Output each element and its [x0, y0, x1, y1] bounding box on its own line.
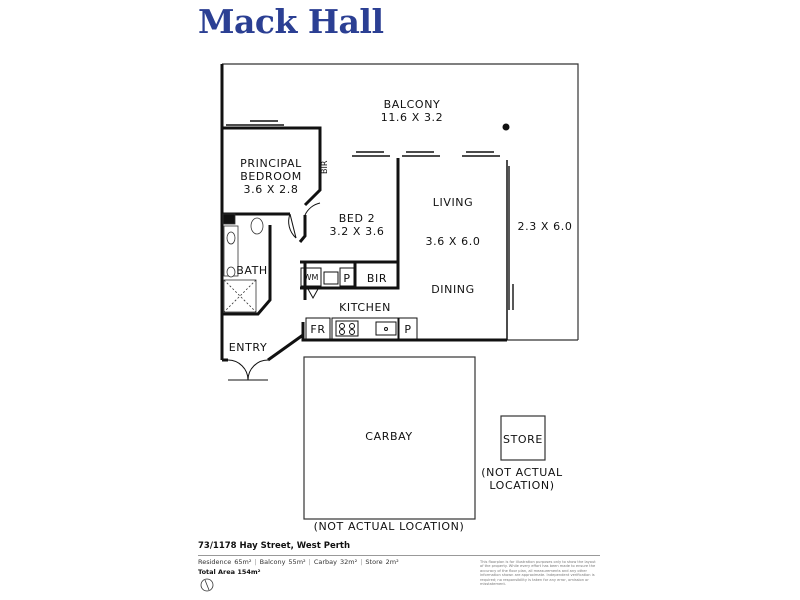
bath-label: BATH [236, 264, 268, 277]
area-breakdown: Residence 65m² | Balcony 55m² | Carbay 3… [198, 558, 399, 566]
range-hood-symbol [307, 288, 319, 300]
residence-area-label: Residence [198, 558, 232, 566]
balcony-dims: 11.6 X 3.2 [381, 111, 444, 124]
bed2-dims: 3.2 X 3.6 [330, 225, 385, 238]
bath-cabinet [222, 213, 236, 225]
balcony-label: BALCONY [384, 98, 441, 111]
store-area-value: 2m² [385, 558, 399, 566]
carbay-area-label: Carbay [313, 558, 337, 566]
brand-logo: Mack Hall [198, 2, 384, 41]
sink [375, 321, 397, 336]
downpipe-dot [502, 123, 510, 131]
principal-bedroom-label-1: PRINCIPAL [240, 157, 302, 170]
property-address: 73/1178 Hay Street, West Perth [198, 541, 351, 551]
toilet [250, 217, 264, 235]
swing-doors [227, 202, 321, 381]
living-dims: 3.6 X 6.0 [426, 235, 481, 248]
bath-fixtures [222, 213, 264, 313]
washing-machine-label: WM [304, 273, 319, 282]
footer-divider [198, 555, 600, 556]
balcony-area-value: 55m² [288, 558, 306, 566]
sliding-doors [226, 120, 514, 310]
balcony-outline [222, 63, 579, 341]
store-area-label: Store [365, 558, 383, 566]
area-separator: | [360, 558, 363, 566]
entry-label: ENTRY [229, 341, 268, 354]
store-outline [500, 415, 546, 461]
carbay-area-value: 32m² [340, 558, 358, 566]
kitchen-bench [331, 317, 399, 340]
fridge-box [305, 317, 331, 340]
washing-machine-box [300, 267, 322, 287]
bir-bed2-label: BIR [367, 272, 387, 285]
dining-label: DINING [431, 283, 475, 296]
carbay-label: CARBAY [365, 430, 412, 443]
residence-area-value: 65m² [234, 558, 252, 566]
carbay-outline [303, 356, 476, 520]
basin [226, 231, 236, 245]
basin-2 [226, 266, 236, 278]
area-separator: | [308, 558, 311, 566]
kitchen-label: KITCHEN [339, 301, 391, 314]
disclaimer-text: This floorplan is for illustration purpo… [480, 560, 596, 587]
side-area-dims: 2.3 X 6.0 [518, 220, 573, 233]
principal-bedroom-label-2: BEDROOM [240, 170, 302, 183]
carbay-note: (NOT ACTUAL LOCATION) [314, 520, 465, 533]
laundry-pantry-label: P [343, 272, 350, 285]
laundry-pantry-box [339, 267, 355, 287]
bir-principal-label: BIR [320, 160, 329, 174]
cooktop [335, 320, 359, 337]
area-separator: | [254, 558, 257, 566]
principal-bedroom-dims: 3.6 X 2.8 [244, 183, 299, 196]
total-area: Total Area 154m² [198, 568, 261, 576]
living-label: LIVING [433, 196, 474, 209]
kitchen-pantry-label: P [404, 323, 411, 336]
store-note-2: LOCATION) [489, 479, 554, 492]
fixture-boxes [300, 267, 418, 340]
shower [223, 279, 257, 313]
bed2-label: BED 2 [339, 212, 375, 225]
north-arrow-icon [200, 578, 214, 592]
store-label: STORE [503, 433, 543, 446]
fridge-label: FR [310, 323, 325, 336]
kitchen-pantry-box [398, 317, 418, 340]
balcony-area-label: Balcony [259, 558, 286, 566]
store-note-1: (NOT ACTUAL [481, 466, 563, 479]
